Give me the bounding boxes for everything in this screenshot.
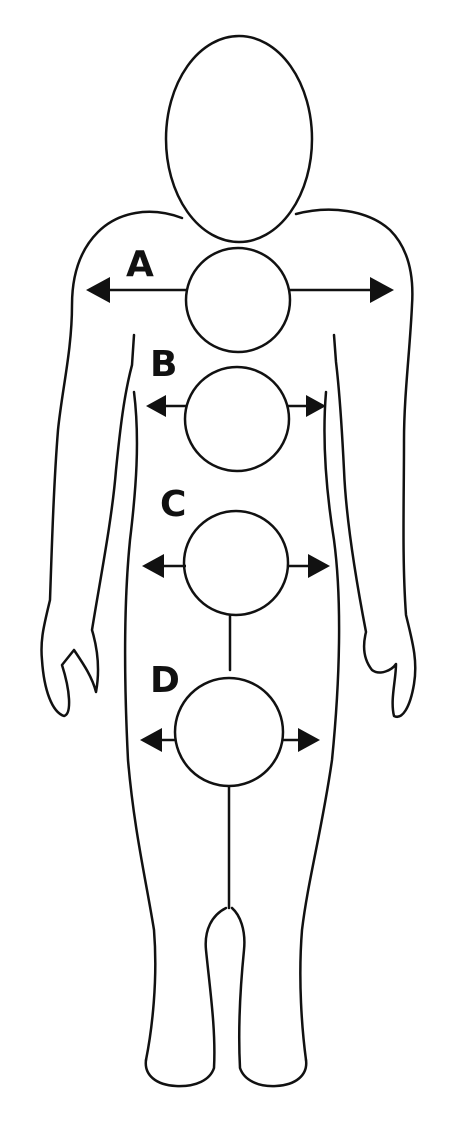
body-outline-right bbox=[294, 208, 417, 718]
label-c: C bbox=[160, 484, 186, 525]
right-inner-torso-line bbox=[299, 390, 341, 1062]
arrow-a-left-head bbox=[86, 277, 110, 303]
label-b: B bbox=[150, 344, 177, 385]
body-outline bbox=[40, 210, 184, 718]
head-outline bbox=[164, 34, 314, 244]
measurement-circle-a bbox=[184, 246, 292, 354]
measurement-circle-b bbox=[183, 365, 291, 473]
measurement-circle-d bbox=[173, 676, 285, 788]
arrow-c-left-head bbox=[142, 554, 164, 578]
left-foot-outline bbox=[144, 906, 228, 1088]
left-inner-torso-line bbox=[123, 390, 157, 1062]
arrow-d-left-head bbox=[140, 728, 162, 752]
measurement-circle-c bbox=[182, 509, 290, 617]
label-d: D bbox=[150, 660, 180, 701]
arrow-a-right-head bbox=[370, 277, 394, 303]
arrow-c-right-head bbox=[308, 554, 330, 578]
label-a: A bbox=[126, 244, 154, 285]
arrow-b-right-head bbox=[306, 395, 326, 417]
arrow-b-left-head bbox=[146, 395, 166, 417]
right-foot-outline bbox=[230, 906, 308, 1088]
arrow-d-right-head bbox=[298, 728, 320, 752]
